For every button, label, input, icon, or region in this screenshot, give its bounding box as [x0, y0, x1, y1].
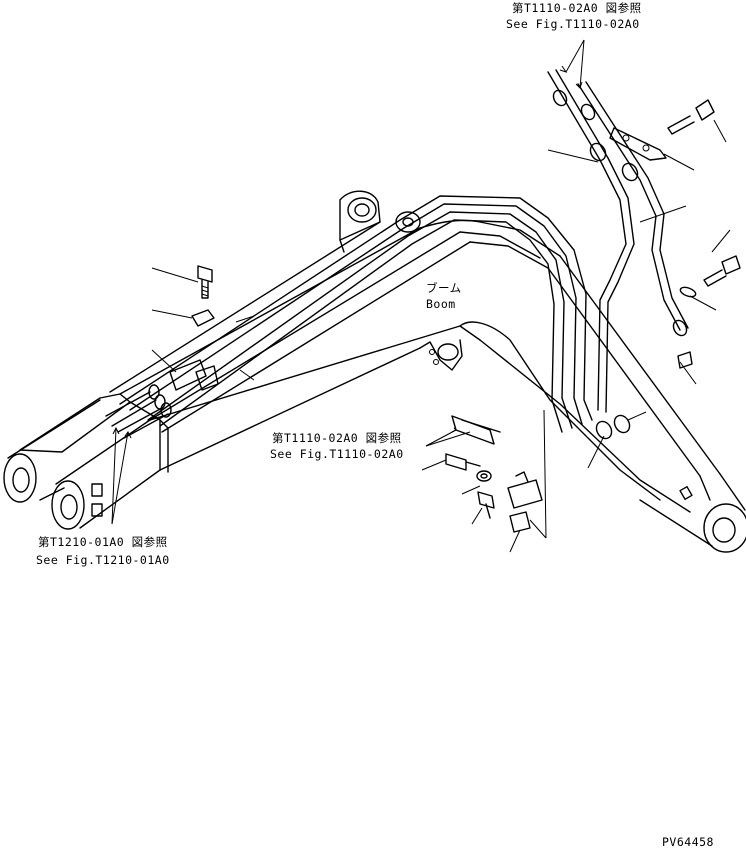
ref-left-en: See Fig.T1210-01A0	[36, 553, 170, 567]
ref-left-jp: 第T1210-01A0 図参照	[38, 535, 168, 549]
boom-label-jp: ブーム	[426, 281, 462, 295]
hydraulic-pipes	[105, 69, 689, 440]
ref-middle-jp: 第T1110-02A0 図参照	[272, 431, 402, 445]
ref-middle-en: See Fig.T1110-02A0	[270, 447, 404, 461]
reference-label-middle: 第T1110-02A0 図参照 See Fig.T1110-02A0	[270, 431, 404, 461]
hardware-parts	[197, 99, 741, 533]
reference-label-top: 第T1110-02A0 図参照 See Fig.T1110-02A0	[506, 1, 642, 31]
boom-label: ブーム Boom	[426, 281, 462, 311]
boom-label-en: Boom	[426, 297, 456, 311]
ref-top-jp: 第T1110-02A0 図参照	[512, 1, 642, 15]
ref-top-en: See Fig.T1110-02A0	[506, 17, 640, 31]
boom-body	[3, 190, 746, 553]
drawing-number: PV64458	[662, 835, 714, 849]
leader-lines	[111, 39, 731, 553]
reference-label-left: 第T1210-01A0 図参照 See Fig.T1210-01A0	[36, 535, 170, 567]
